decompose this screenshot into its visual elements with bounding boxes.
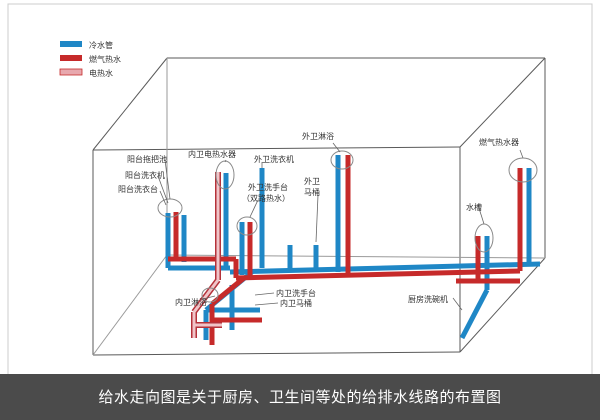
gas-heater-marker [508,157,538,183]
legend: 冷水管 燃气热水 电热水 [59,40,121,78]
label-outer-basin: 外卫洗手台 [248,182,288,192]
legend-swatch-cold [60,41,82,47]
caption-text: 给水走向图是关于厨房、卫生间等处的给排水线路的布置图 [98,388,502,406]
label-inner-electric-heater: 内卫电热水器 [188,149,236,159]
cold-water-pipes [165,155,541,340]
inner-shower-marker [201,287,219,303]
label-inner-basin: 内卫洗手台 [276,288,316,298]
label-balcony-wash-basin: 阳台洗衣台 [118,184,158,194]
label-gas-heater: 燃气热水器 [479,137,519,147]
legend-label-gas-hot: 燃气热水 [89,54,121,64]
label-outer-washer: 外卫洗衣机 [254,154,294,164]
label-inner-toilet: 内卫马桶 [280,298,312,308]
outer-basin-marker [236,216,258,236]
gas-hot-water-pipes [168,155,523,345]
legend-swatch-electric-hot [59,68,83,76]
leader-lines [157,142,524,311]
label-outer-basin-sub: （双路热水） [242,193,290,203]
legend-label-electric-hot: 电热水 [89,68,113,78]
label-outer-toilet: 外卫 [304,176,320,186]
image-frame [7,3,593,417]
caption-bar: 给水走向图是关于厨房、卫生间等处的给排水线路的布置图 [0,374,600,420]
outer-shower-marker [330,150,354,170]
label-sink: 水槽 [466,202,482,212]
label-balcony-washer: 阳台洗衣机 [125,170,165,180]
electric-hot-water-pipes [191,172,222,338]
legend-swatch-gas-hot [60,55,82,61]
legend-label-cold: 冷水管 [89,40,113,50]
label-inner-shower: 内卫淋浴 [175,297,207,307]
inner-heater-marker [215,160,235,190]
label-kitchen-dishwasher: 厨房洗碗机 [408,294,448,304]
label-balcony-mop-pool: 阳台拖把池 [127,154,167,164]
label-outer-shower: 外卫淋浴 [302,131,334,141]
label-outer-toilet-sub: 马桶 [304,187,320,197]
